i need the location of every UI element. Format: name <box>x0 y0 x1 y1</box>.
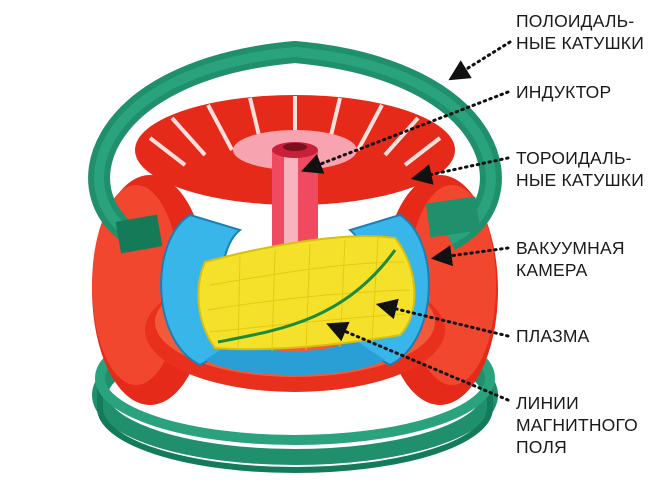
leader-field-lines <box>326 321 510 402</box>
leader-lines <box>301 40 512 402</box>
leader-poloidal <box>448 40 512 81</box>
top-poloidal-coil <box>88 40 502 254</box>
label-vacuum-chamber: ВАКУУМНАЯ КАМЕРА <box>516 237 625 281</box>
leader-vacuum <box>430 245 510 267</box>
label-line: НЫЕ КАТУШКИ <box>516 170 644 190</box>
label-line: ПОЛЯ <box>516 437 567 457</box>
label-magnetic-field-lines: ЛИНИИ МАГНИТНОГО ПОЛЯ <box>516 392 638 458</box>
label-toroidal-coils: ТОРОИДАЛЬ- НЫЕ КАТУШКИ <box>516 147 644 191</box>
label-plasma: ПЛАЗМА <box>516 325 590 347</box>
magnetic-field-line <box>217 249 397 344</box>
label-line: ВАКУУМНАЯ <box>516 238 625 258</box>
label-line: ЛИНИИ <box>516 393 579 413</box>
label-poloidal-coils: ПОЛОИДАЛЬ- НЫЕ КАТУШКИ <box>516 10 644 54</box>
label-line: КАМЕРА <box>516 260 588 280</box>
label-line: ПЛАЗМА <box>516 326 590 346</box>
plasma <box>197 235 416 352</box>
leader-inductor <box>301 90 510 174</box>
label-line: НЫЕ КАТУШКИ <box>516 33 644 53</box>
leader-toroidal <box>410 156 510 185</box>
label-line: ТОРОИДАЛЬ- <box>516 148 632 168</box>
label-line: ИНДУКТОР <box>516 82 612 102</box>
label-line: МАГНИТНОГО <box>516 415 638 435</box>
label-line: ПОЛОИДАЛЬ- <box>516 11 635 31</box>
label-inductor: ИНДУКТОР <box>516 81 611 103</box>
leader-plasma <box>375 298 510 338</box>
